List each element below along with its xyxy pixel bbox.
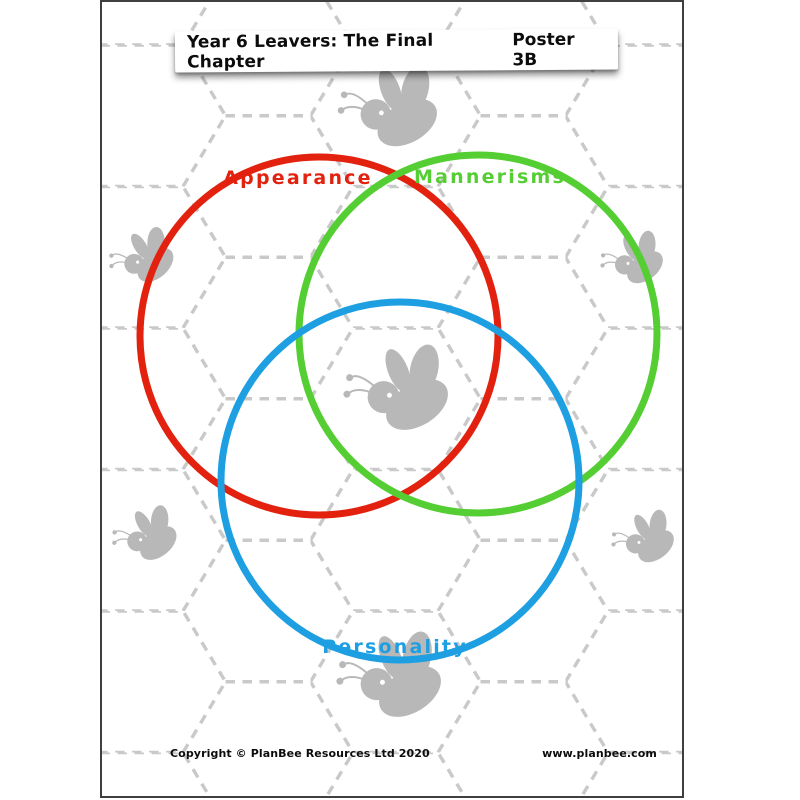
venn-circle-appearance: [136, 153, 502, 519]
header-banner: Year 6 Leavers: The Final Chapter Poster…: [174, 28, 619, 73]
page-title: Year 6 Leavers: The Final Chapter: [186, 30, 434, 72]
venn-label-appearance: Appearance: [223, 167, 372, 189]
poster-page: Appearance Mannerisms Personality: [100, 0, 684, 798]
poster-number-label: Poster 3B: [512, 29, 575, 70]
copyright-text: Copyright © PlanBee Resources Ltd 2020: [170, 747, 430, 760]
venn-label-personality: Personality: [322, 636, 468, 658]
website-text: www.planbee.com: [542, 747, 657, 760]
venn-circle-personality: [217, 298, 583, 664]
venn-label-mannerisms: Mannerisms: [414, 166, 566, 188]
